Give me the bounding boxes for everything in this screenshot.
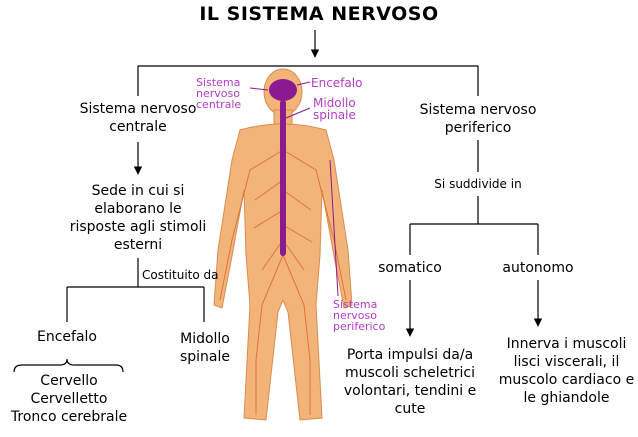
node-midollo-line: Midollo — [180, 331, 230, 347]
encefalo-part: Tronco cerebrale — [10, 409, 128, 425]
node-snc-description: Sede in cui si elaborano le risposte agl… — [58, 182, 218, 254]
description-line: muscolo cardiaco e — [498, 372, 635, 388]
node-somatico: somatico — [378, 260, 442, 276]
encefalo-part: Cervello — [40, 373, 98, 389]
node-somatico-description: Porta impulsi da/a muscoli scheletrici v… — [335, 346, 485, 418]
node-snp-line: Sistema nervoso — [419, 102, 537, 118]
description-line: volontari, tendini e — [343, 383, 477, 399]
node-snc-line: Sistema nervoso — [79, 101, 197, 117]
description-line: Innerva i muscoli — [506, 336, 627, 352]
figure-label-midollo-line: spinale — [313, 108, 356, 122]
node-snp: Sistema nervoso periferico — [388, 101, 568, 137]
figure-label-snp: Sistema nervoso periferico — [333, 299, 385, 332]
figure-label-midollo-line: Midollo — [313, 96, 356, 110]
spinal-cord-shape — [280, 100, 286, 256]
description-line: cute — [394, 401, 426, 417]
figure-label-snp-line: periferico — [333, 320, 386, 333]
figure-label-snc-line: centrale — [196, 98, 242, 111]
figure-label-midollo: Midollo spinale — [313, 97, 356, 121]
encefalo-part: Cervelletto — [30, 391, 108, 407]
encefalo-parts-list: Cervello Cervelletto Tronco cerebrale — [0, 372, 138, 426]
node-midollo-line: spinale — [179, 349, 231, 365]
figure-label-snc-line: Sistema — [196, 76, 241, 89]
connector-suddivide: Si suddivide in — [434, 177, 522, 191]
brain-shape — [269, 79, 297, 101]
figure-label-snp-line: nervoso — [333, 309, 377, 322]
description-line: Sede in cui si — [91, 183, 185, 199]
connector-costituito: Costituito da — [142, 268, 219, 282]
node-snp-line: periferico — [444, 120, 512, 136]
node-autonomo-description: Innerva i muscoli lisci viscerali, il mu… — [495, 335, 638, 407]
diagram-title: IL SISTEMA NERVOSO — [199, 3, 439, 25]
description-line: lisci viscerali, il — [513, 354, 620, 370]
figure-label-snc-line: nervoso — [196, 87, 240, 100]
node-encefalo: Encefalo — [37, 329, 97, 345]
description-line: muscoli scheletrici — [345, 365, 475, 381]
description-line: le ghiandole — [523, 390, 610, 406]
node-snc: Sistema nervoso centrale — [48, 100, 228, 136]
figure-label-snc: Sistema nervoso centrale — [196, 77, 241, 110]
figure-label-encefalo: Encefalo — [311, 76, 363, 90]
human-figure-illustration — [213, 68, 353, 421]
description-line: Porta impulsi da/a — [346, 347, 474, 363]
encefalo-brace — [13, 358, 124, 373]
description-line: esterni — [113, 237, 163, 253]
node-midollo-spinale: Midollo spinale — [165, 330, 245, 366]
node-autonomo: autonomo — [502, 260, 574, 276]
figure-label-snp-line: Sistema — [333, 298, 378, 311]
node-snc-line: centrale — [109, 119, 167, 135]
description-line: elaborano le — [94, 201, 182, 217]
description-line: risposte agli stimoli — [69, 219, 207, 235]
